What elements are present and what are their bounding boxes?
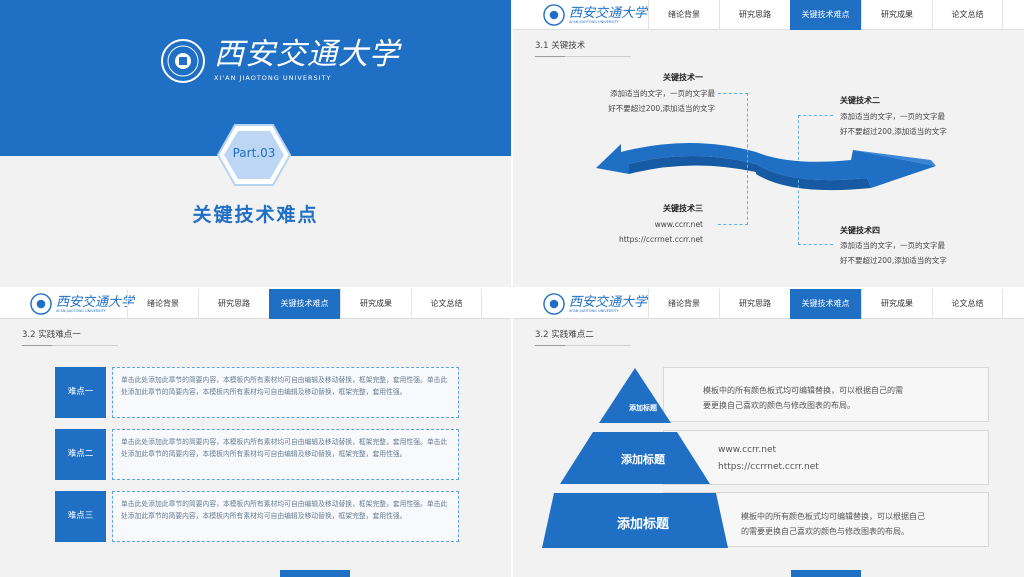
tab-background[interactable]: 绪论背景 [127,289,198,319]
pyramid-level-1-label: 添加标题 [629,404,657,412]
tab-key-tech[interactable]: 关键技术难点 [269,289,340,319]
university-name-zh: 西安交通大学 [214,37,400,72]
section-title: 3.2 实践难点一 [22,328,118,346]
difficulty-text[interactable]: 单击此处添加此章节的简要内容，本模板内所有素材均可自由编辑及移动替换，框架完整，… [112,429,459,480]
nav-logo[interactable]: 西安交通大学 XI'AN JIAOTONG UNIVERSITY [543,4,647,26]
pyramid-level-2-label: 添加标题 [621,453,665,466]
tab-key-tech[interactable]: 关键技术难点 [790,289,861,319]
pyramid-level-3-text: 模板中的所有颜色板式均可编辑替换，可以根据自己的需要更换自己喜欢的颜色与修改图表… [741,512,925,536]
pyramid-level-1-text: 模板中的所有颜色板式均可编辑替换，可以根据自己的需要更换自己喜欢的颜色与修改图表… [703,386,903,410]
nav-university-name-en: XI'AN JIAOTONG UNIVERSITY [569,19,619,24]
difficulty-text[interactable]: 单击此处添加此章节的简要内容，本模板内所有素材均可自由编辑及移动替换，框架完整，… [112,491,459,542]
pyramid-graphic [542,368,728,548]
cover-slide[interactable]: 西安交通大学 XI'AN JIAOTONG UNIVERSITY Part.03… [0,0,511,287]
difficulty-label: 难点一 [55,367,106,418]
part-label: Part.03 [232,146,276,160]
nav-university-name: 西安交通大学 [569,5,648,21]
nav-university-name-en: XI'AN JIAOTONG UNIVERSITY [569,308,619,313]
university-name-en: XI'AN JIAOTONG UNIVERSITY [214,74,332,82]
nav-logo[interactable]: 西安交通大学 XI'AN JIAOTONG UNIVERSITY [543,293,647,315]
university-seal-icon [161,39,205,83]
connector-line [718,175,748,225]
tab-summary[interactable]: 论文总结 [932,0,1003,30]
nav-bar: 西安交通大学 XI'AN JIAOTONG UNIVERSITY 绪论背景 研究… [513,0,1024,30]
connector-line [798,180,833,245]
nav-bar: 西安交通大学 XI'AN JIAOTONG UNIVERSITY 绪论背景 研究… [513,289,1024,319]
nav-university-name-en: XI'AN JIAOTONG UNIVERSITY [56,308,106,313]
nav-bar: 西安交通大学 XI'AN JIAOTONG UNIVERSITY 绪论背景 研究… [0,289,511,319]
part-hexagon-icon [217,124,291,186]
difficulty-label: 难点二 [55,429,106,480]
tech-3-title: 关键技术三 [663,204,703,213]
tech-4-text: 添加适当的文字，一页的文字最好不要超过200,添加适当的文字 [840,241,947,265]
nav-university-name: 西安交通大学 [56,294,135,310]
pyramid-text-box [663,367,989,422]
university-seal-icon [543,293,565,315]
difficulty-text[interactable]: 单击此处添加此章节的简要内容，本模板内所有素材均可自由编辑及移动替换，框架完整，… [112,367,459,418]
difficulty-row: 难点二 单击此处添加此章节的简要内容，本模板内所有素材均可自由编辑及移动替换，框… [55,429,459,480]
tab-background[interactable]: 绪论背景 [648,289,719,319]
nav-tabs: 绪论背景 研究思路 关键技术难点 研究成果 论文总结 [127,289,482,319]
university-seal-icon [543,4,565,26]
nav-tabs: 绪论背景 研究思路 关键技术难点 研究成果 论文总结 [648,289,1003,319]
tab-results[interactable]: 研究成果 [861,0,932,30]
tech-4-title: 关键技术四 [840,226,880,235]
key-tech-slide[interactable]: 西安交通大学 XI'AN JIAOTONG UNIVERSITY 绪论背景 研究… [513,0,1024,287]
double-arrow-graphic [596,143,936,191]
nav-logo[interactable]: 西安交通大学 XI'AN JIAOTONG UNIVERSITY [30,293,134,315]
tab-results[interactable]: 研究成果 [340,289,411,319]
difficulty-row: 难点三 单击此处添加此章节的简要内容，本模板内所有素材均可自由编辑及移动替换，框… [55,491,459,542]
bottom-tab-marker [791,570,861,577]
tab-research-idea[interactable]: 研究思路 [719,289,790,319]
tab-key-tech[interactable]: 关键技术难点 [790,0,861,30]
tab-results[interactable]: 研究成果 [861,289,932,319]
tech-2-title: 关键技术二 [840,96,880,105]
difficulty-label: 难点三 [55,491,106,542]
nav-tabs: 绪论背景 研究思路 关键技术难点 研究成果 论文总结 [648,0,1003,30]
tech-1-title: 关键技术一 [663,73,703,82]
section-title: 3.2 实践难点二 [535,328,631,346]
pyramid-level-3-label: 添加标题 [616,517,669,532]
difficulty-two-slide[interactable]: 西安交通大学 XI'AN JIAOTONG UNIVERSITY 绪论背景 研究… [513,289,1024,577]
connector-line [718,93,748,173]
university-logo: 西安交通大学 XI'AN JIAOTONG UNIVERSITY [160,38,400,84]
university-seal-icon [30,293,52,315]
tab-research-idea[interactable]: 研究思路 [719,0,790,30]
section-title: 3.1 关键技术 [535,39,631,57]
bottom-tab-marker [280,570,350,577]
nav-university-name: 西安交通大学 [569,294,648,310]
pyramid-text-box [663,430,989,485]
difficulty-row: 难点一 单击此处添加此章节的简要内容，本模板内所有素材均可自由编辑及移动替换，框… [55,367,459,418]
tech-1-text: 添加适当的文字，一页的文字最好不要超过200,添加适当的文字 [608,89,715,113]
connector-line [798,115,833,160]
difficulty-one-slide[interactable]: 西安交通大学 XI'AN JIAOTONG UNIVERSITY 绪论背景 研究… [0,289,511,577]
tab-summary[interactable]: 论文总结 [411,289,482,319]
cover-title: 关键技术难点 [192,204,319,226]
tab-background[interactable]: 绪论背景 [648,0,719,30]
tab-research-idea[interactable]: 研究思路 [198,289,269,319]
tab-summary[interactable]: 论文总结 [932,289,1003,319]
tech-2-text: 添加适当的文字，一页的文字最好不要超过200,添加适当的文字 [840,112,947,136]
